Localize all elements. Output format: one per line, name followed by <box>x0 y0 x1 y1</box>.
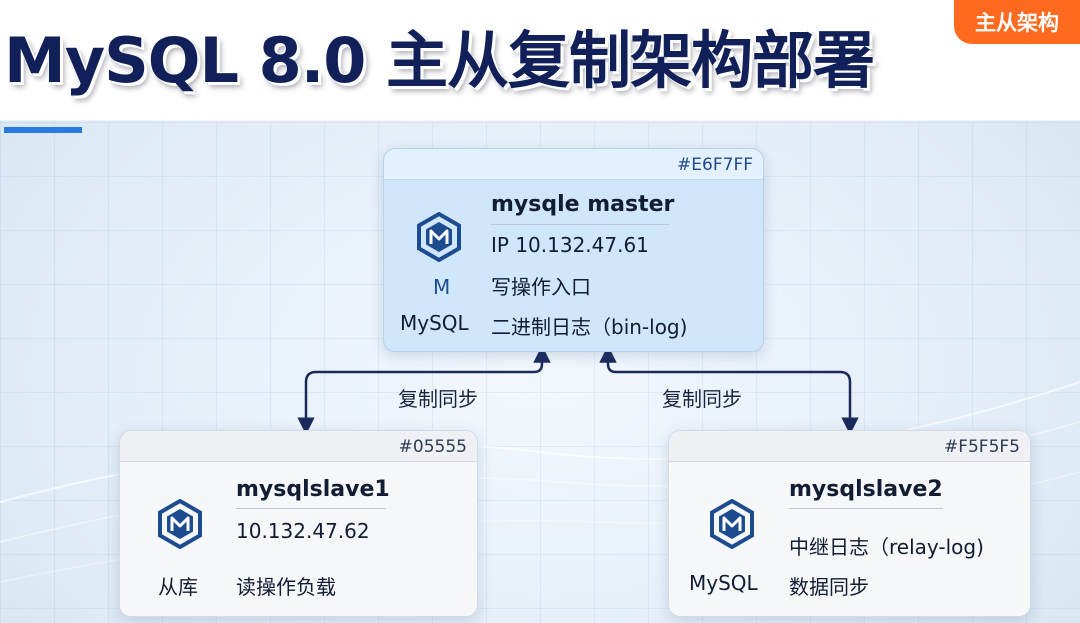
slave2-name: mysqlslave2 <box>789 477 943 502</box>
edge-label-slave1: 复制同步 <box>398 387 478 411</box>
page-title: MySQL 8.0 主从复制架构部署 <box>4 24 875 97</box>
slave1-ip: 10.132.47.62 <box>236 519 370 543</box>
slave1-side-label: 从库 <box>158 575 198 599</box>
mysql-hex-icon <box>417 212 461 262</box>
slave2-node-header: #F5F5F5 <box>669 431 1030 462</box>
edge-label-slave2: 复制同步 <box>662 387 742 411</box>
master-side-label: MySQL <box>400 311 469 335</box>
slave2-role: 数据同步 <box>789 575 869 599</box>
slave1-node[interactable]: #05555 从库 mysqlslave1 10.132.47.62 读操作负载 <box>119 430 478 617</box>
mysql-hex-icon <box>158 499 202 549</box>
master-node-header: #E6F7FF <box>384 149 763 180</box>
master-name: mysqle master <box>491 192 675 217</box>
master-icon-letter: M <box>433 275 451 299</box>
master-ip: IP 10.132.47.61 <box>491 233 649 257</box>
slave2-log: 中继日志（relay-log) <box>789 535 984 559</box>
slave1-title-rule <box>236 508 386 509</box>
master-color-label: #E6F7FF <box>677 155 753 175</box>
master-title-rule <box>491 224 669 225</box>
slave2-title-rule <box>789 508 943 509</box>
slave1-name: mysqlslave1 <box>236 477 390 502</box>
mysql-hex-icon <box>710 499 754 549</box>
slave1-color-label: #05555 <box>398 437 467 457</box>
slave2-color-label: #F5F5F5 <box>943 437 1020 457</box>
slave1-node-header: #05555 <box>120 431 477 462</box>
category-tag: 主从架构 <box>954 0 1080 44</box>
master-node[interactable]: #E6F7FF M MySQL mysqle master IP 10.132.… <box>383 148 764 352</box>
slave2-node[interactable]: #F5F5F5 MySQL mysqlslave2 中继日志（relay-log… <box>668 430 1031 617</box>
title-underline <box>4 127 82 133</box>
master-log: 二进制日志（bin-log) <box>491 315 688 339</box>
master-role: 写操作入口 <box>491 275 591 299</box>
slave2-side-label: MySQL <box>689 571 758 595</box>
slave1-role: 读操作负载 <box>236 575 336 599</box>
